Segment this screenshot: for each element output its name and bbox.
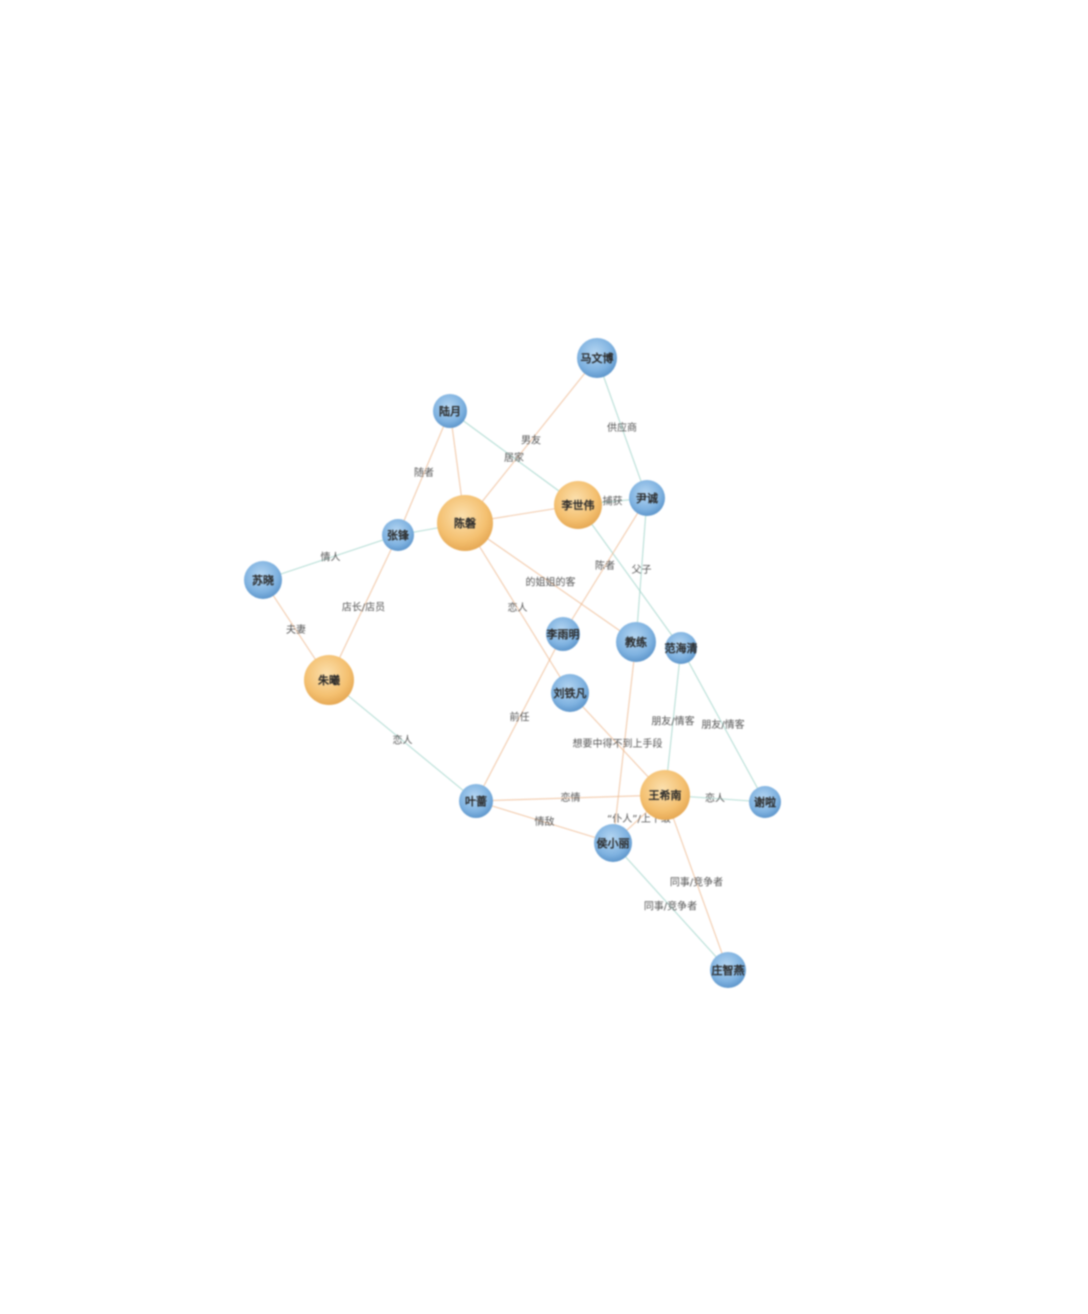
node-label: 李雨明: [546, 627, 580, 641]
edge-fanhq-zhaox: [680, 647, 766, 803]
node-label: 朱曦: [317, 673, 340, 687]
node-circle[interactable]: [629, 480, 665, 516]
node-circle[interactable]: [640, 770, 690, 820]
edge-label: 恋人: [705, 792, 725, 805]
edge-chent-jiaot: [464, 522, 637, 643]
edge-label: 居家: [504, 451, 524, 464]
edge-chent-liuzf: [464, 522, 571, 694]
node-jiaot[interactable]: 教练: [616, 622, 656, 662]
node-label: 苏晓: [252, 573, 274, 587]
node-circle[interactable]: [749, 786, 781, 818]
node-label: 叶蔷: [465, 794, 487, 808]
node-circle[interactable]: [437, 495, 493, 551]
node-lisp[interactable]: 李世伟: [554, 481, 602, 529]
node-label: 教练: [624, 635, 647, 649]
node-circle[interactable]: [665, 632, 697, 664]
edge-label: 的姐姐的客: [526, 576, 576, 589]
edge-label: 朋友/情客: [651, 715, 694, 728]
node-wangxn[interactable]: 王希南: [640, 770, 690, 820]
edge-label: 情人: [321, 551, 341, 564]
node-label: 陆月: [439, 404, 461, 418]
node-circle[interactable]: [382, 519, 414, 551]
node-circle[interactable]: [304, 655, 354, 705]
node-label: 尹诚: [636, 491, 658, 505]
node-zhaox[interactable]: 谢啦: [749, 786, 781, 818]
node-label: 王希南: [649, 788, 682, 802]
edge-label: 供应商: [607, 421, 637, 434]
edge-jiaot-houxy: [612, 641, 637, 844]
node-chent[interactable]: 陈磐: [437, 495, 493, 551]
node-zhux[interactable]: 朱曦: [304, 655, 354, 705]
node-label: 侯小丽: [597, 836, 630, 850]
edge-lixm-yeq: [475, 633, 564, 802]
edge-luy-lisp: [449, 410, 579, 506]
edge-label: 随者: [414, 466, 434, 479]
edge-label: 男友: [521, 434, 541, 447]
node-sux[interactable]: 苏晓: [244, 561, 282, 599]
edge-zhux-yeq: [328, 679, 477, 802]
edge-zhangf-zhux: [328, 534, 399, 681]
edge-lisp-fanhq: [577, 504, 682, 649]
node-circle[interactable]: [546, 617, 580, 651]
node-circle[interactable]: [554, 481, 602, 529]
edge-label: 店长/店员: [342, 601, 385, 614]
edge-majw-yinc: [596, 357, 648, 499]
edge-label: 朋友/情客: [701, 718, 744, 731]
node-yeq[interactable]: 叶蔷: [459, 784, 493, 818]
edge-label: 陈者: [595, 559, 615, 572]
node-circle[interactable]: [710, 952, 746, 988]
node-label: 马文博: [581, 351, 614, 365]
node-circle[interactable]: [551, 674, 589, 712]
edge-label: 夫妻: [286, 623, 306, 636]
edge-yeq-wangxn: [475, 794, 666, 802]
node-label: 刘铁凡: [554, 686, 587, 700]
edge-wangxn-zhuangh: [664, 794, 729, 971]
node-zhuangh[interactable]: 庄智燕: [710, 952, 746, 988]
edge-labels-layer: 男友供应商随者居家恋人的姐姐的客情人店长/店员捕获陈者父子夫妻恋人前任朋友/情客…: [286, 421, 745, 913]
edge-label: 恋情: [561, 791, 581, 804]
node-label: 李世伟: [561, 498, 595, 512]
node-circle[interactable]: [459, 784, 493, 818]
edge-zhangf-sux: [262, 534, 399, 581]
edge-label: 父子: [632, 564, 652, 576]
edge-label: 同事/竞争者: [644, 900, 697, 913]
node-label: 张锋: [387, 528, 410, 542]
edge-yinc-lixm: [562, 497, 648, 635]
edge-houxy-zhuangh: [612, 842, 729, 971]
edge-yinc-jiaot: [635, 497, 648, 643]
node-circle[interactable]: [616, 622, 656, 662]
edge-label: 恋人: [393, 734, 413, 747]
node-majw[interactable]: 马文博: [577, 338, 617, 378]
edge-label: 想要中得不到上手段: [573, 737, 663, 750]
node-liuzf[interactable]: 刘铁凡: [551, 674, 589, 712]
node-fanhq[interactable]: 范海清: [665, 632, 698, 664]
edge-label: 前任: [510, 711, 530, 724]
node-lixm[interactable]: 李雨明: [546, 617, 581, 651]
node-zhangf[interactable]: 张锋: [382, 519, 414, 551]
edge-label: 情敌: [535, 815, 555, 828]
node-luy[interactable]: 陆月: [433, 394, 467, 428]
node-yinc[interactable]: 尹诚: [629, 480, 665, 516]
node-label: 庄智燕: [712, 963, 745, 977]
edge-majw-chent: [464, 357, 598, 524]
node-circle[interactable]: [433, 394, 467, 428]
edge-label: 恋人: [508, 601, 528, 614]
node-circle[interactable]: [577, 338, 617, 378]
node-label: 范海清: [665, 641, 698, 655]
node-houxy[interactable]: 侯小丽: [594, 824, 632, 862]
edge-luy-zhangf: [397, 410, 451, 536]
edge-label: 捕获: [603, 495, 623, 508]
edge-yeq-houxy: [475, 800, 614, 844]
node-label: 陈磐: [454, 516, 477, 530]
edge-label: 同事/竞争者: [670, 876, 723, 889]
node-circle[interactable]: [244, 561, 282, 599]
node-label: 谢啦: [754, 795, 776, 809]
node-circle[interactable]: [594, 824, 632, 862]
